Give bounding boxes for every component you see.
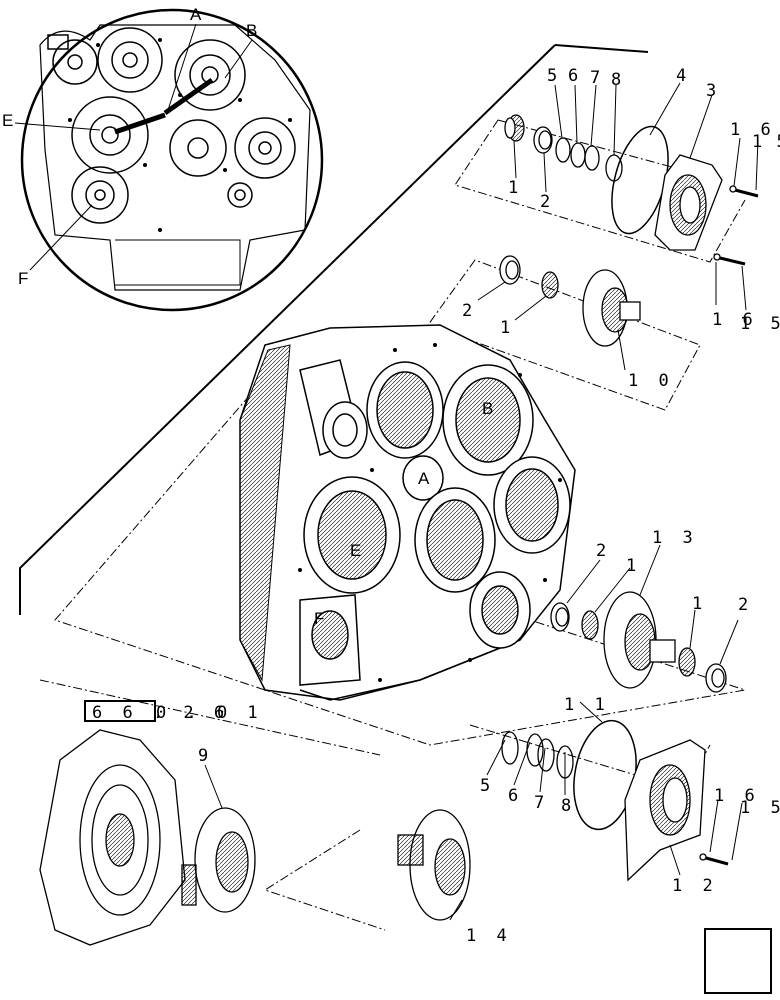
- cross-reference-box[interactable]: 6 6 . 2 6: [84, 700, 224, 723]
- orings-5-8-top: [555, 137, 623, 182]
- callout-16: 1 6: [712, 310, 758, 330]
- callout-1: 1: [500, 318, 516, 338]
- inset-gear-center: [169, 119, 227, 177]
- bearing-1-second: [541, 271, 559, 299]
- callout-leaders: [204, 82, 759, 921]
- housing-bore-b: [442, 364, 534, 476]
- housing-bore-f: [299, 594, 361, 686]
- cross-reference-boxed-text: 6 6 . 2 6: [92, 703, 230, 723]
- cross-reference-suffix: 0 . 0 1: [156, 703, 263, 723]
- race-2-top: [533, 126, 553, 154]
- callout-2: 2: [540, 192, 556, 212]
- front-cover: [39, 729, 186, 946]
- lower-shaft-parts: [397, 719, 729, 921]
- housing-bore-top: [366, 361, 444, 459]
- housing-bore-lower: [469, 571, 531, 649]
- housing-bore-center: [414, 487, 496, 593]
- upper-shaft-parts: [504, 114, 759, 266]
- housing-bore-right: [493, 456, 571, 554]
- shaft-10: [582, 269, 641, 347]
- housing-bore-e: [303, 476, 401, 594]
- housing-bore-a: [402, 455, 444, 501]
- zone-label-f-housing: F: [314, 609, 325, 628]
- callout-16: 1 6: [714, 786, 760, 806]
- next-page-button[interactable]: [704, 928, 772, 994]
- bearing-1-left: [581, 610, 599, 640]
- middle-shaft-parts: [550, 591, 727, 693]
- callout-5: 5: [480, 776, 496, 796]
- cover-3: [654, 154, 723, 251]
- bolt-15-top-b: [713, 253, 746, 266]
- gear-9: [181, 807, 256, 913]
- zone-label-a-inset: A: [190, 5, 202, 24]
- overview-inset: [14, 8, 324, 312]
- gear-14: [397, 809, 471, 921]
- callout-16: 1 6: [730, 120, 776, 140]
- zone-label-b-inset: B: [246, 21, 258, 40]
- callout-9: 9: [198, 746, 214, 766]
- zone-label-f-inset: F: [18, 269, 29, 288]
- race-2-second: [499, 255, 521, 285]
- callout-11: 1 1: [564, 695, 610, 715]
- inset-gear-top-left: [47, 34, 98, 85]
- bearing-1-top: [504, 114, 525, 142]
- zone-label-e-housing: E: [350, 541, 362, 560]
- callout-15: 1 5: [752, 132, 780, 152]
- callout-8: 8: [611, 70, 627, 90]
- bolt-15-bottom: [699, 853, 729, 866]
- callout-12: 1 2: [672, 876, 718, 896]
- callout-7: 7: [534, 793, 550, 813]
- inset-gear-right: [234, 117, 296, 179]
- orings-5-8-bottom: [501, 731, 574, 779]
- callout-10: 1 0: [628, 371, 674, 391]
- callout-6: 6: [508, 786, 524, 806]
- zone-label-a-housing: A: [418, 469, 430, 488]
- bearing-1-right: [678, 647, 696, 677]
- callout-4: 4: [676, 66, 692, 86]
- callout-2: 2: [462, 301, 478, 321]
- inset-gear-small: [227, 182, 253, 208]
- inset-gear-top: [97, 27, 163, 93]
- callout-7: 7: [590, 68, 606, 88]
- callout-15: 1 5: [740, 798, 780, 818]
- callout-1: 1: [508, 178, 524, 198]
- gear-13: [603, 591, 676, 689]
- zone-label-e-inset: E: [2, 111, 14, 130]
- cover-12: [624, 739, 706, 882]
- callout-15: 1 5: [740, 314, 780, 334]
- callout-8: 8: [561, 796, 577, 816]
- callout-5: 5: [547, 66, 563, 86]
- transmission-housing: [239, 324, 576, 701]
- inset-gear-e: [71, 96, 149, 174]
- callout-13: 1 3: [652, 528, 698, 548]
- race-2-right: [705, 663, 727, 693]
- callout-3: 3: [706, 81, 722, 101]
- callout-2: 2: [596, 541, 612, 561]
- zone-label-b-housing: B: [482, 399, 494, 418]
- second-shaft-parts: [499, 255, 641, 347]
- callout-6: 6: [568, 66, 584, 86]
- callout-14: 1 4: [466, 926, 512, 946]
- inset-gear-f: [71, 166, 129, 224]
- callout-1: 1: [692, 594, 708, 614]
- bolt-15-top-a: [729, 185, 759, 198]
- callout-2: 2: [738, 595, 754, 615]
- callout-1: 1: [626, 556, 642, 576]
- race-2-left: [550, 602, 570, 632]
